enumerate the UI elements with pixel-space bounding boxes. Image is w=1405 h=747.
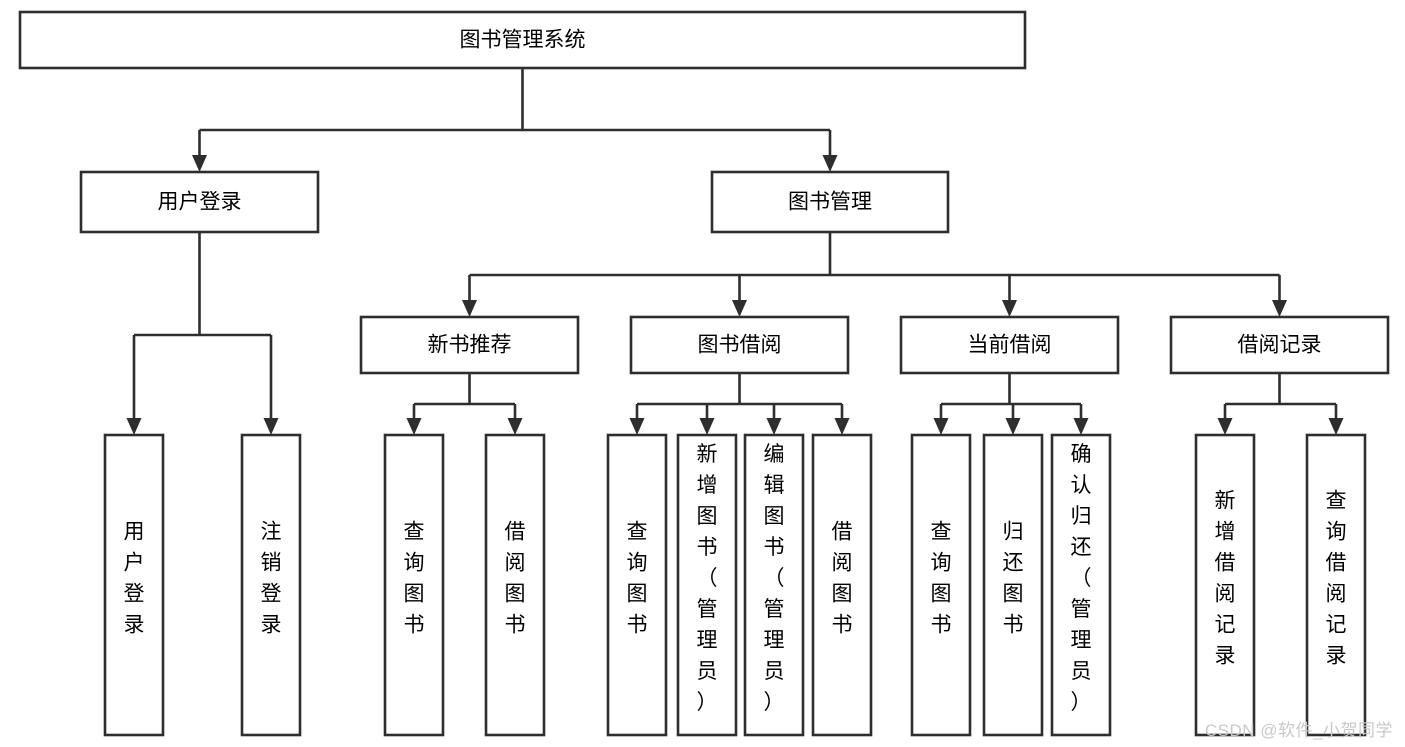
node-cb-query-book[interactable]: 查询图书	[910, 433, 972, 737]
node-label-br-add-record: 新增借阅记录	[1215, 490, 1236, 668]
arrow-head-icon-user-logout	[263, 418, 279, 435]
arrow-head-icon-new-book-recommend	[462, 300, 477, 317]
node-nbr-borrow-book[interactable]: 借阅图书	[484, 433, 546, 737]
node-label-new-book-recommend: 新书推荐	[428, 334, 512, 357]
node-new-book-recommend[interactable]: 新书推荐	[359, 315, 580, 375]
node-nbr-query-book[interactable]: 查询图书	[383, 433, 445, 737]
node-label-bb-add-book: 新增图书（管理员）	[697, 443, 718, 714]
node-label-bb-query-book: 查询图书	[627, 521, 648, 637]
node-cb-return-book[interactable]: 归还图书	[982, 433, 1044, 737]
node-user-login[interactable]: 用户登录	[79, 170, 320, 234]
arrow-head-icon-borrow-record	[1272, 300, 1287, 317]
arrow-head-icon-nbr-query-book	[406, 418, 422, 435]
node-box-bb-edit-book	[743, 433, 805, 737]
node-label-cb-return-book: 归还图书	[1003, 521, 1024, 637]
node-current-borrow[interactable]: 当前借阅	[899, 315, 1120, 375]
node-bb-add-book[interactable]: 新增图书（管理员）	[676, 433, 738, 737]
node-box-bb-add-book	[676, 433, 738, 737]
node-book-manage[interactable]: 图书管理	[710, 170, 950, 234]
node-box-br-query-record	[1305, 433, 1367, 737]
node-root[interactable]: 图书管理系统	[18, 10, 1027, 70]
arrow-head-icon-br-query-record	[1328, 418, 1344, 435]
node-bb-edit-book[interactable]: 编辑图书（管理员）	[743, 433, 805, 737]
arrow-head-icon-cb-query-book	[933, 418, 949, 435]
node-box-book-borrow	[629, 315, 850, 375]
arrow-head-icon-user-login-do	[126, 418, 142, 435]
node-box-new-book-recommend	[359, 315, 580, 375]
arrow-head-icon-br-add-record	[1217, 418, 1233, 435]
node-box-nbr-borrow-book	[484, 433, 546, 737]
node-label-cb-confirm-return: 确认归还（管理员）	[1071, 443, 1092, 714]
node-label-nbr-borrow-book: 借阅图书	[505, 521, 526, 637]
csdn-watermark: CSDN @软件_小贺同学	[1204, 721, 1393, 740]
arrow-head-icon-bb-edit-book	[766, 418, 782, 435]
node-box-cb-query-book	[910, 433, 972, 737]
node-br-add-record[interactable]: 新增借阅记录	[1194, 433, 1256, 737]
node-cb-confirm-return[interactable]: 确认归还（管理员）	[1050, 433, 1112, 737]
node-label-user-logout: 注销登录	[261, 521, 282, 637]
node-label-current-borrow: 当前借阅	[968, 334, 1052, 357]
node-box-br-add-record	[1194, 433, 1256, 737]
node-label-user-login: 用户登录	[158, 191, 242, 214]
arrow-head-icon-current-borrow	[1002, 300, 1017, 317]
node-label-root: 图书管理系统	[460, 29, 586, 52]
node-label-borrow-record: 借阅记录	[1238, 334, 1322, 357]
node-label-book-manage: 图书管理	[788, 191, 872, 214]
node-box-nbr-query-book	[383, 433, 445, 737]
node-borrow-record[interactable]: 借阅记录	[1169, 315, 1390, 375]
node-label-br-query-record: 查询借阅记录	[1326, 490, 1347, 668]
node-box-user-logout	[240, 433, 302, 737]
node-box-borrow-record	[1169, 315, 1390, 375]
node-box-user-login	[79, 170, 320, 234]
arrow-head-icon-nbr-borrow-book	[507, 418, 523, 435]
arrow-head-icon-cb-confirm-return	[1073, 418, 1089, 435]
node-box-user-login-do	[103, 433, 165, 737]
arrow-head-icon-cb-return-book	[1005, 418, 1021, 435]
node-box-cb-return-book	[982, 433, 1044, 737]
node-box-cb-confirm-return	[1050, 433, 1112, 737]
node-br-query-record[interactable]: 查询借阅记录	[1305, 433, 1367, 737]
arrow-head-icon-book-manage	[822, 155, 838, 172]
node-user-login-do[interactable]: 用户登录	[103, 433, 165, 737]
node-label-cb-query-book: 查询图书	[931, 521, 952, 637]
arrow-head-icon-bb-query-book	[629, 418, 645, 435]
node-user-logout[interactable]: 注销登录	[240, 433, 302, 737]
node-box-book-manage	[710, 170, 950, 234]
arrow-head-icon-bb-add-book	[699, 418, 715, 435]
arrow-head-icon-book-borrow	[732, 300, 747, 317]
node-label-bb-borrow-book: 借阅图书	[832, 521, 853, 637]
node-label-bb-edit-book: 编辑图书（管理员）	[764, 443, 785, 714]
node-box-bb-borrow-book	[811, 433, 873, 737]
node-label-book-borrow: 图书借阅	[698, 334, 782, 357]
node-bb-query-book[interactable]: 查询图书	[606, 433, 668, 737]
node-label-nbr-query-book: 查询图书	[404, 521, 425, 637]
node-box-root	[18, 10, 1027, 70]
arrow-head-icon-user-login	[192, 155, 207, 172]
node-label-user-login-do: 用户登录	[124, 521, 145, 637]
node-box-current-borrow	[899, 315, 1120, 375]
node-book-borrow[interactable]: 图书借阅	[629, 315, 850, 375]
arrow-head-icon-bb-borrow-book	[834, 418, 850, 435]
node-box-bb-query-book	[606, 433, 668, 737]
node-bb-borrow-book[interactable]: 借阅图书	[811, 433, 873, 737]
